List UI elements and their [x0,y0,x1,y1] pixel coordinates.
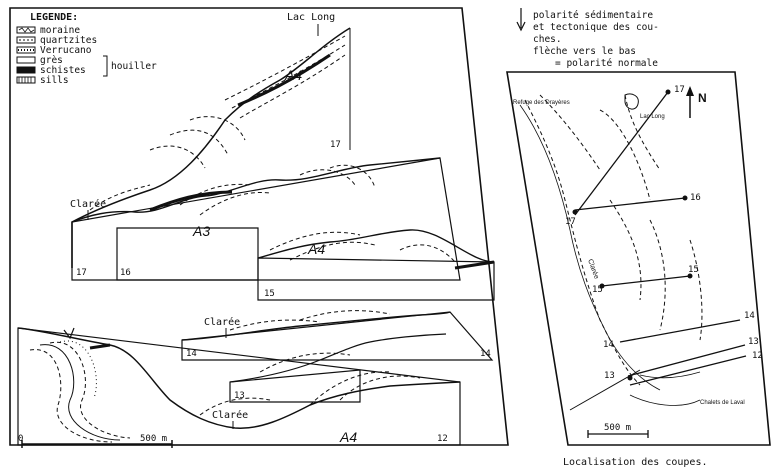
section-15: A4 15 [257,229,495,301]
a3-label: A3 [192,223,210,239]
polarity-line-5: = polarité normale [555,58,658,69]
map-marker-12: 12 [752,351,763,361]
map-refuge-label: Refuge des Drayères [513,100,570,106]
section-14-number-right: 14 [480,349,491,359]
section-14: Clarée 14 14 [181,310,494,361]
scale-left-end: 500 m [140,434,167,444]
map-chalets-label: Chalets de Laval [700,400,745,406]
scale-bar-left: 0 500 m [18,434,173,448]
legend-verrucano: Verrucano [40,45,92,56]
map-marker-15-left: 15 [592,285,603,295]
section-16-box [116,227,259,281]
map-lac-long-label: Lac Long [640,114,665,120]
map-marker-15-right: 15 [688,265,699,275]
legend-houiller: houiller [111,61,157,72]
legend: LEGENDE: moraine quartzites Verrucano gr… [16,12,157,86]
legend-schistes: schistes [40,65,86,76]
swatch-schistes [16,66,36,74]
lac-long-label: Lac Long [287,12,335,23]
map-line-14 [619,319,741,343]
legend-moraine: moraine [40,25,80,36]
polarity-line-3: ches. [533,34,562,45]
section-16-frame-back [71,157,461,281]
map-marker-13-left: 13 [604,371,615,381]
section-15-frame [257,257,495,301]
location-map: N Refuge des Drayères Lac Long Clarée Ch… [506,71,771,446]
cross-sections-panel: LEGENDE: moraine quartzites Verrucano gr… [9,7,509,448]
section-12-number: 12 [437,434,448,444]
section-17-number-left: 17 [76,268,87,278]
map-scale-bar [587,430,649,438]
section-15-number: 15 [264,289,275,299]
legend-quartzites: quartzites [40,35,97,46]
legend-gres: grès [40,55,63,66]
section-13-frame [229,369,361,403]
claree-label-3: Clarée [212,409,248,421]
swatch-verrucano [16,46,36,54]
map-line-17 [574,91,669,216]
section-13: 13 [229,333,447,403]
swatch-sills [16,76,36,84]
section-12: Clarée A4 12 [17,327,461,446]
section-13-number: 13 [234,391,245,401]
claree-label-1: Clarée [70,198,106,210]
legend-title: LEGENDE: [30,12,78,23]
section-16-number: 16 [120,268,131,278]
map-marker-14-left: 14 [603,340,614,350]
polarity-line-2: et tectonique des cou- [533,22,659,33]
map-line-15 [601,275,691,287]
section-17-number-right: 17 [330,140,341,150]
section-14-number-left: 14 [186,349,197,359]
river-path [524,99,641,386]
map-claree-label: Clarée [586,258,600,280]
scale-left-zero: 0 [18,434,23,444]
a4-mid-label: A4 [307,241,325,257]
map-frame [506,71,771,446]
figure-caption: Localisation des coupes. [563,457,708,468]
map-marker-17-top: 17 [674,85,685,95]
section-12-frame [17,327,461,446]
swatch-moraine [16,26,36,34]
section-16: Clarée A3 17 16 [70,157,461,281]
section-17-surface [71,27,351,268]
claree-label-2: Clarée [204,316,240,328]
map-scale-label: 500 m [604,423,631,433]
map-marker-17-bottom: 17 [565,217,576,227]
houiller-bracket [103,55,108,77]
section-17: Lac Long A4 17 [71,12,351,268]
map-line-13 [627,344,746,377]
north-label: N [698,91,707,105]
map-marker-16: 16 [690,193,701,203]
map-marker-14-right: 14 [744,311,755,321]
map-line-12 [629,355,747,386]
section-14-frame [181,311,494,361]
map-marker-13-right: 13 [748,337,759,347]
polarity-line-1: polarité sédimentaire [533,10,653,21]
swatch-gres [16,56,36,64]
polarity-line-4: flèche vers le bas [533,46,636,57]
polarity-note: polarité sédimentaire et tectonique des … [516,8,659,69]
swatch-quartzites [16,36,36,44]
a4-bottom-label: A4 [339,429,357,445]
sections-frame [9,7,509,446]
legend-sills: sills [40,75,69,86]
map-line-16 [574,197,686,211]
a4-top-label: A4 [284,67,302,83]
